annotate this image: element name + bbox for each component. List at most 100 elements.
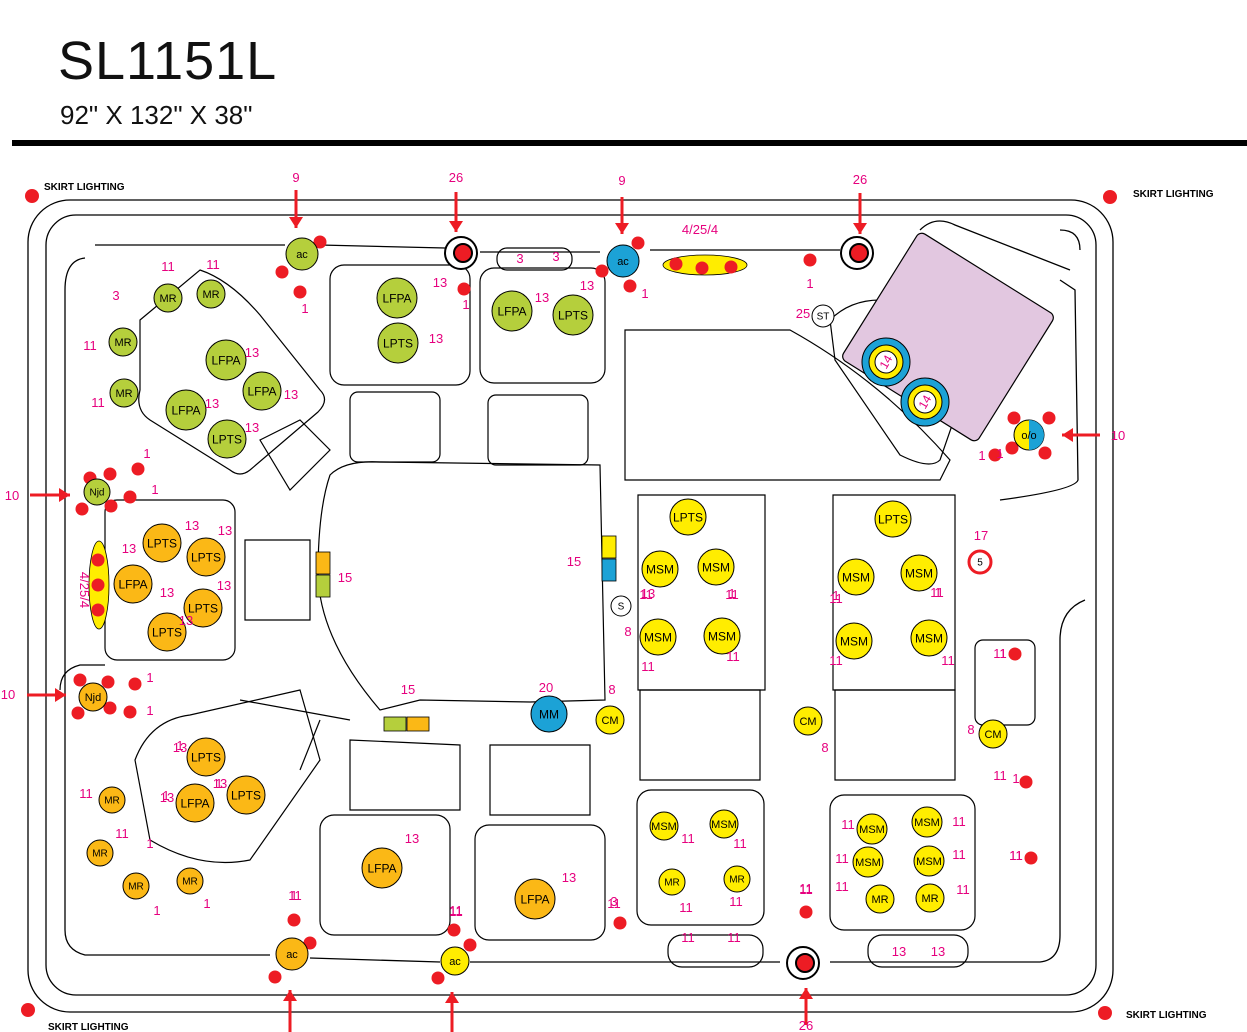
jet-number: 3	[516, 251, 523, 266]
jet-number: 11	[681, 930, 695, 945]
jet-number: 3	[112, 288, 119, 303]
jet	[649, 811, 679, 841]
jet-number: 15	[338, 570, 352, 585]
jet-label: LPTS	[147, 536, 177, 550]
jet-number: 11	[993, 768, 1007, 783]
red-marker	[623, 279, 637, 293]
jet	[610, 595, 632, 617]
callout-label: 10	[5, 488, 19, 503]
jet	[175, 783, 215, 823]
jet-number: 1	[146, 836, 153, 851]
jet	[285, 237, 319, 271]
jet-label: LFPA	[171, 403, 200, 417]
jet-number: 1	[978, 448, 985, 463]
jet	[108, 327, 138, 357]
callout-label: 9	[292, 170, 299, 185]
jet-number: 1	[462, 297, 469, 312]
red-marker	[91, 553, 105, 567]
jet	[900, 554, 938, 592]
red-marker	[1038, 446, 1052, 460]
jet	[109, 378, 139, 408]
jet-label: LPTS	[191, 750, 221, 764]
jet-label: MR	[104, 796, 120, 807]
jet	[852, 846, 884, 878]
jet-label: CM	[601, 715, 618, 727]
jet-number: 3	[0, 0, 4, 3]
skirt-lighting-label: SKIRT LIGHTING	[48, 1022, 129, 1032]
jet-label: MSM	[651, 821, 677, 833]
jet-label: MSM	[708, 629, 736, 643]
jet-number: 11	[993, 646, 1007, 661]
jet	[793, 706, 823, 736]
jet-number: 13	[245, 420, 259, 435]
jet-label: Njd	[89, 488, 104, 499]
skirt-light-marker	[1103, 190, 1117, 204]
jet-number: 11	[835, 879, 849, 894]
red-marker	[613, 916, 627, 930]
jet	[361, 847, 403, 889]
red-marker	[91, 603, 105, 617]
skirt-lighting: SKIRT LIGHTING SKIRT LIGHTING SKIRT LIGH…	[21, 182, 1214, 1032]
jet-number: 1	[290, 888, 297, 903]
jet-number: 11	[681, 831, 695, 846]
jet-number: 13	[562, 870, 576, 885]
jet	[913, 845, 945, 877]
jet-label: LPTS	[383, 336, 413, 350]
jet-number: 3	[610, 894, 617, 909]
red-marker	[695, 261, 709, 275]
jet-number: 1	[806, 276, 813, 291]
jet-label: ac	[449, 956, 461, 968]
jet-number: 1	[934, 585, 941, 600]
jet	[242, 371, 282, 411]
jet-label: CM	[984, 729, 1001, 741]
suction-cover	[453, 243, 473, 263]
jet-label: MSM	[905, 566, 933, 580]
skirt-lighting-label: SKIRT LIGHTING	[44, 182, 125, 193]
jet-number: 1	[143, 446, 150, 461]
jet-number: 11	[0, 0, 7, 3]
jet	[205, 339, 247, 381]
jet-label: ac	[286, 949, 298, 961]
red-marker	[123, 490, 137, 504]
red-marker	[275, 265, 289, 279]
jet	[491, 290, 533, 332]
jet-label: MSM	[644, 630, 672, 644]
callout-label: 10	[1111, 428, 1125, 443]
jet-label: LPTS	[231, 788, 261, 802]
jet-number: 13	[433, 275, 447, 290]
jet	[709, 809, 739, 839]
red-marker	[91, 578, 105, 592]
jet-label: MR	[202, 289, 219, 301]
jet	[874, 350, 898, 374]
jet	[910, 619, 948, 657]
jet-label: MSM	[702, 560, 730, 574]
jet-label: 14	[877, 352, 896, 371]
jet-label: MSM	[842, 570, 870, 584]
jet-number: 11	[733, 836, 747, 851]
jet-number: 11	[607, 896, 621, 911]
red-marker	[103, 467, 117, 481]
jet-label: MSM	[916, 856, 942, 868]
red-marker	[71, 706, 85, 720]
jet-number: 8	[821, 740, 828, 755]
jet-number: 13	[179, 613, 193, 628]
model-dimensions: 92" X 132" X 38"	[60, 100, 253, 130]
red-marker	[313, 235, 327, 249]
jet-number: 11	[835, 851, 849, 866]
jet-label: MM	[539, 707, 559, 721]
red-marker	[631, 236, 645, 250]
red-marker	[431, 971, 445, 985]
skirt-lighting-label: SKIRT LIGHTING	[1126, 1010, 1207, 1021]
jet	[1029, 420, 1044, 450]
jet-label: MR	[664, 878, 680, 889]
jet-label: MR	[114, 337, 131, 349]
jet-label: LFPA	[180, 796, 209, 810]
jet-number: 13	[160, 585, 174, 600]
jet	[376, 277, 418, 319]
jet-number: 13	[122, 541, 136, 556]
jet-number: 13	[405, 831, 419, 846]
jet-number: 25	[796, 306, 810, 321]
red-marker	[128, 677, 142, 691]
callout-label: 26	[799, 1018, 813, 1032]
